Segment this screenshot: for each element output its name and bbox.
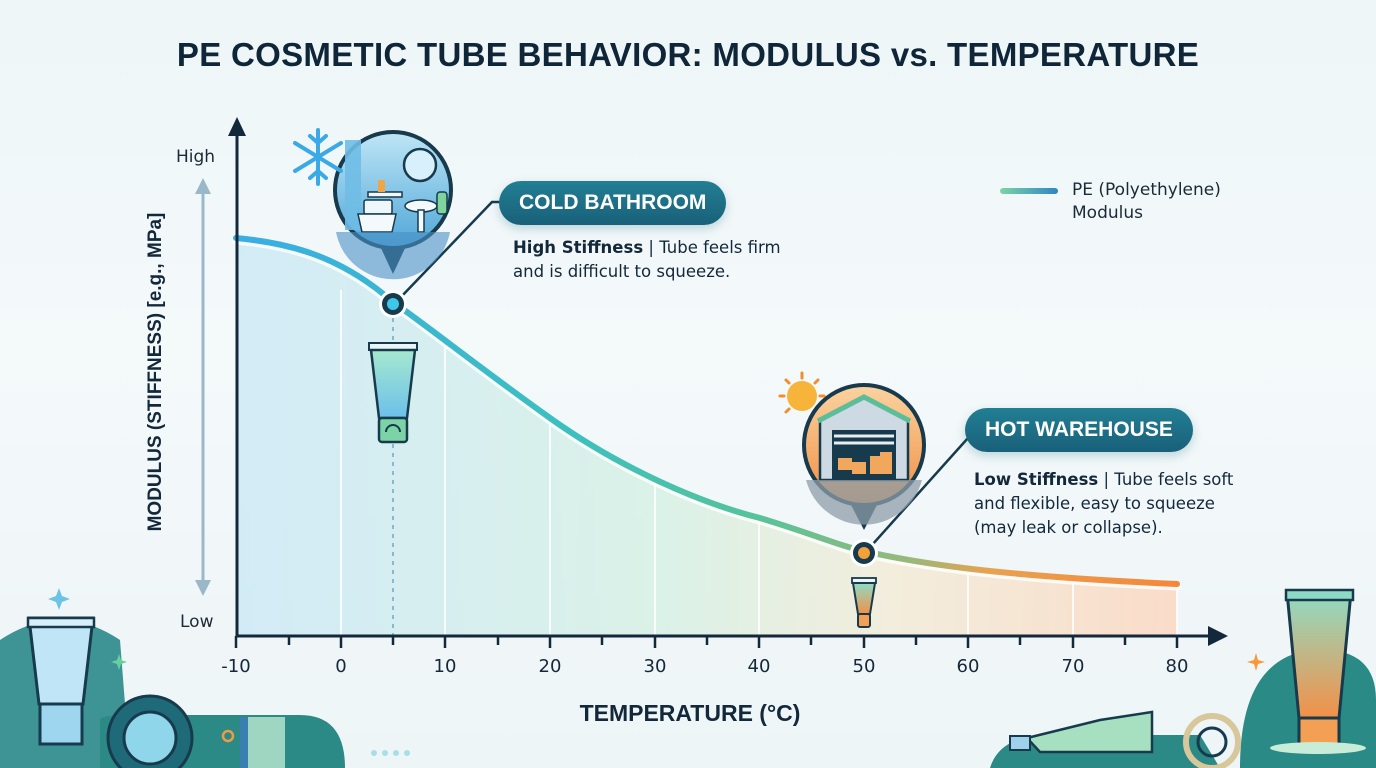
grid-lines (340, 290, 1178, 636)
x-tick-label: 50 (852, 656, 876, 677)
x-tick-label: 20 (538, 656, 562, 677)
hot-stiffness-label: Low Stiffness (974, 470, 1099, 489)
y-axis-arrow-icon (228, 117, 246, 136)
y-axis-low-label: Low (180, 612, 214, 632)
hot-text-line3: (may leak or collapse). (974, 518, 1163, 537)
hot-text-line2: and flexible, easy to squeeze (974, 494, 1215, 513)
x-tick-label: 40 (747, 656, 771, 677)
hot-warehouse-icon (802, 383, 926, 530)
sun-icon (778, 371, 826, 414)
x-tick-label: 70 (1061, 656, 1085, 677)
cold-bathroom-description: High Stiffness | Tube feels firm and is … (513, 236, 781, 284)
hot-text-line1: | Tube feels soft (1098, 470, 1234, 489)
legend-label-line1: PE (Polyethylene) (1072, 180, 1221, 200)
x-tick-label: 10 (433, 656, 457, 677)
x-axis-label: TEMPERATURE (°C) (579, 700, 801, 726)
cold-text-line2: and is difficult to squeeze. (513, 262, 731, 281)
legend-label: PE (Polyethylene) Modulus (1072, 179, 1221, 225)
hot-warehouse-pill: HOT WAREHOUSE (965, 408, 1193, 452)
x-ticks (234, 636, 1179, 648)
legend: PE (Polyethylene) Modulus (1000, 179, 1221, 225)
high-low-arrow-icon (195, 178, 211, 596)
x-tick-label: 80 (1165, 656, 1189, 677)
decorative-right-scene (990, 588, 1376, 768)
curve-area-fill (236, 240, 1177, 636)
hot-tube-icon (851, 577, 877, 628)
hot-leader-line (871, 437, 969, 546)
cold-tube-icon (368, 342, 418, 444)
cold-text-line1: | Tube feels firm (643, 238, 781, 257)
x-tick-label: 0 (335, 656, 347, 677)
legend-label-line2: Modulus (1072, 203, 1143, 223)
x-tick-label: 60 (956, 656, 980, 677)
legend-line-swatch (1000, 188, 1058, 194)
cold-bathroom-icon (333, 130, 453, 280)
decorative-left-scene (0, 588, 410, 768)
chart-title: PE COSMETIC TUBE BEHAVIOR: MODULUS vs. T… (176, 36, 1200, 73)
cold-stiffness-label: High Stiffness (513, 238, 644, 257)
y-axis-label: MODULUS (STIFFNESS) [e.g., MPa] (145, 212, 166, 532)
cold-bathroom-pill: COLD BATHROOM (499, 181, 727, 225)
x-tick-label: 30 (643, 656, 667, 677)
y-axis-high-label: High (176, 147, 216, 167)
x-axis-arrow-icon (1208, 626, 1228, 646)
axes (228, 117, 1228, 646)
hot-warehouse-description: Low Stiffness | Tube feels soft and flex… (974, 468, 1233, 540)
snowflake-icon (293, 128, 343, 186)
x-tick-label: -10 (221, 656, 251, 677)
